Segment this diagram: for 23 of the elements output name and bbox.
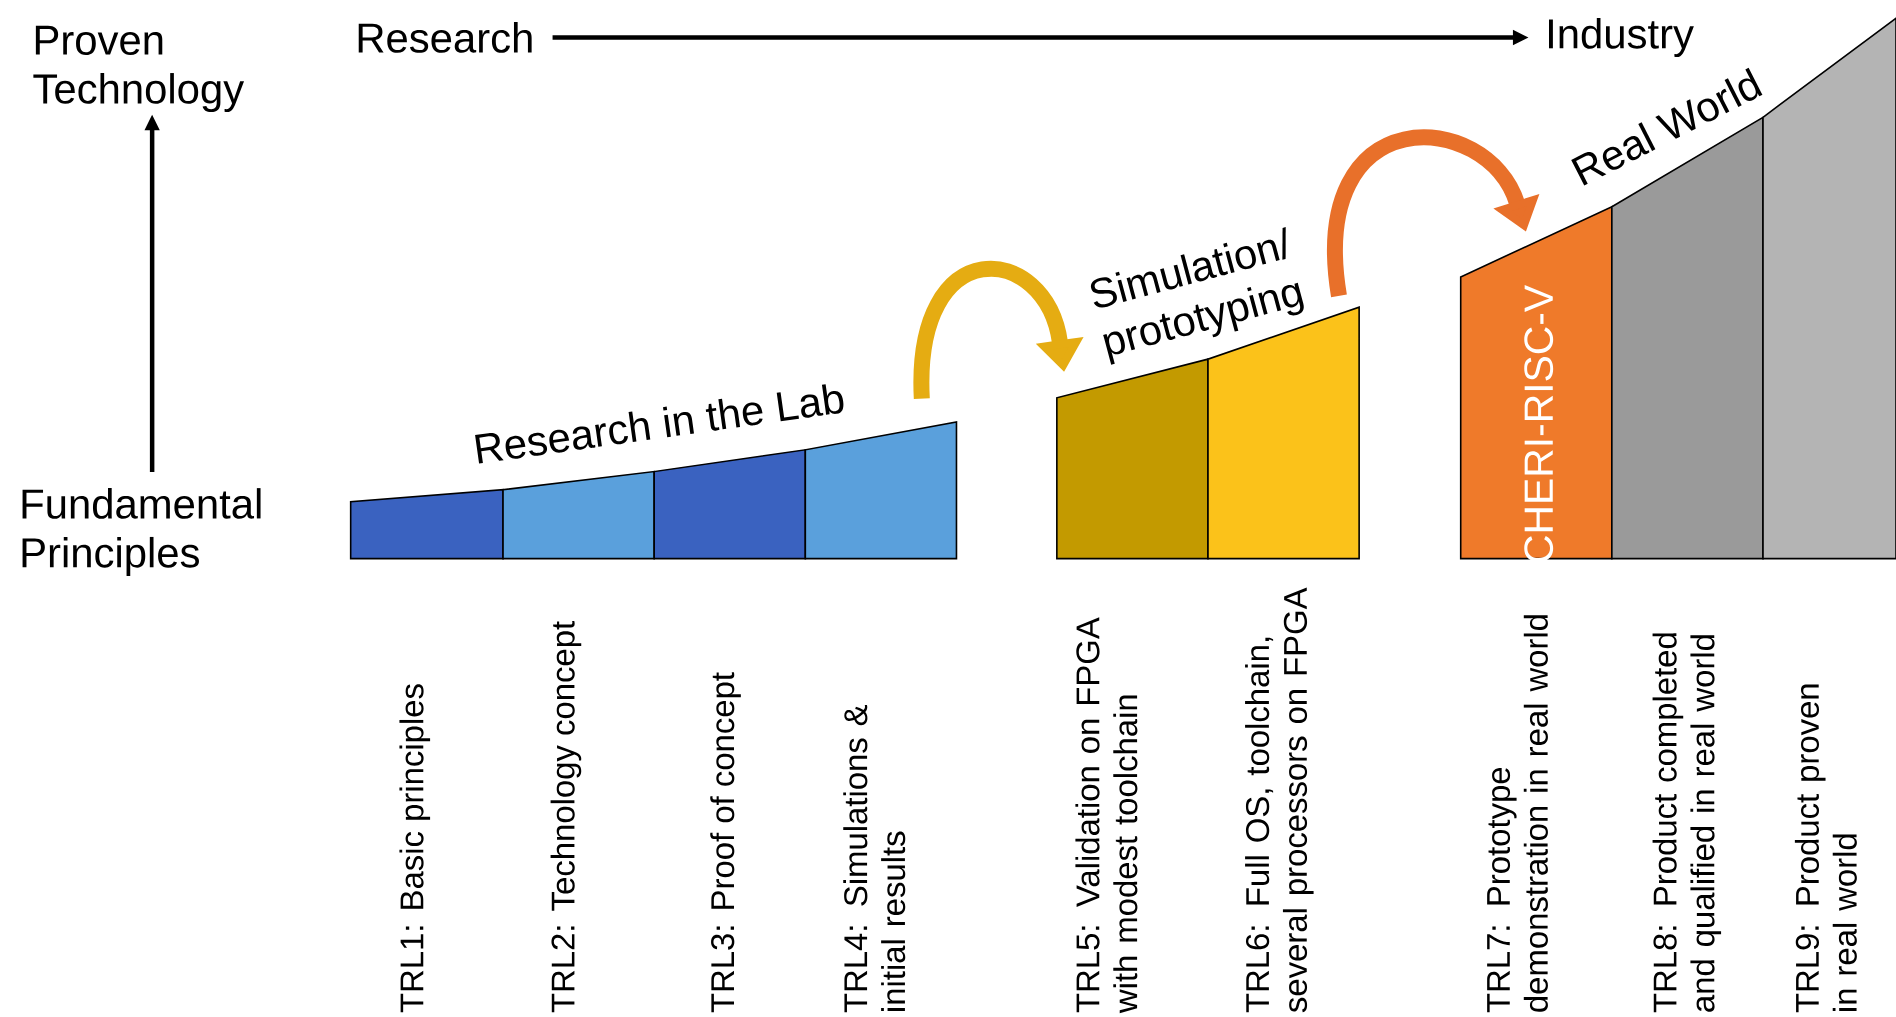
stage-description: TRL6: Full OS, toolchain, several processors on FPGA <box>1245 587 1314 1013</box>
heading-text: Industry <box>1549 18 1694 58</box>
heading-text: Proven Technology <box>33 25 245 113</box>
stage-description: TRL2: Technology concept <box>550 621 582 1013</box>
stage-description: TRL4: Simulations & initial results <box>843 704 906 1013</box>
stage-description: TRL1: Basic principles <box>399 684 431 1013</box>
bar <box>349 488 504 560</box>
stage-heading: Research in the Lab <box>475 384 844 464</box>
bar <box>502 470 655 560</box>
stage-description: TRL9: Product proven in real world <box>1794 684 1857 1013</box>
bar <box>1762 16 1896 560</box>
heading-text: Research <box>358 22 532 53</box>
stage-heading: Real World <box>1571 67 1763 186</box>
bar <box>804 421 958 560</box>
bar <box>653 448 807 560</box>
stage-description: TRL5: Validation on FPGA with modest toolchain <box>1075 617 1138 1014</box>
stage-description: TRL8: Product completed and qualified in real world <box>1652 633 1722 1013</box>
arrow <box>1327 129 1540 297</box>
stage-description: TRL7: Prototype demonstration in real world <box>1487 615 1548 1013</box>
heading-text: Fundamental Principles <box>22 488 261 576</box>
arrow <box>913 261 1084 399</box>
stage-description: TRL3: Proof of concept <box>710 672 741 1013</box>
bar-with-text: CHERI-RISC-V <box>1459 205 1613 562</box>
